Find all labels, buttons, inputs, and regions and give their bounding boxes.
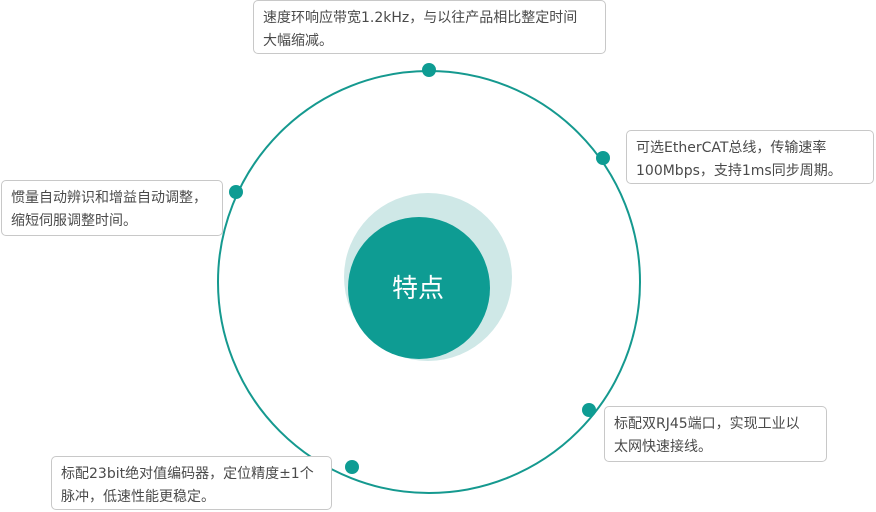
- callout-line: 太网快速接线。: [614, 439, 712, 455]
- callout-line: 大幅缩减。: [263, 33, 333, 49]
- callout-line: 缩短伺服调整时间。: [11, 213, 137, 229]
- orbit-dot-lower-right: [582, 403, 596, 417]
- callout-line: 标配23bit绝对值编码器，定位精度±1个: [61, 466, 314, 482]
- feature-rj45-callout: 标配双RJ45端口，实现工业以 太网快速接线。: [604, 406, 827, 462]
- center-disc: [348, 217, 490, 359]
- orbit-dot-top: [422, 63, 436, 77]
- feature-ethercat-callout: 可选EtherCAT总线，传输速率 100Mbps，支持1ms同步周期。: [626, 130, 874, 184]
- feature-autotune-callout: 惯量自动辨识和增益自动调整， 缩短伺服调整时间。: [1, 180, 223, 236]
- callout-line: 可选EtherCAT总线，传输速率: [636, 140, 827, 156]
- callout-line: 标配双RJ45端口，实现工业以: [614, 416, 800, 432]
- callout-line: 100Mbps，支持1ms同步周期。: [636, 163, 842, 179]
- orbit-dot-bottom-left: [345, 460, 359, 474]
- orbit-dot-upper-right: [596, 151, 610, 165]
- center-title: 特点: [391, 274, 444, 304]
- callout-line: 惯量自动辨识和增益自动调整，: [11, 190, 207, 206]
- orbit-dot-left: [229, 185, 243, 199]
- feature-encoder-callout: 标配23bit绝对值编码器，定位精度±1个 脉冲，低速性能更稳定。: [51, 456, 332, 510]
- callout-line: 脉冲，低速性能更稳定。: [61, 489, 215, 505]
- callout-line: 速度环响应带宽1.2kHz，与以往产品相比整定时间: [263, 10, 578, 26]
- feature-bandwidth-callout: 速度环响应带宽1.2kHz，与以往产品相比整定时间 大幅缩减。: [253, 0, 606, 54]
